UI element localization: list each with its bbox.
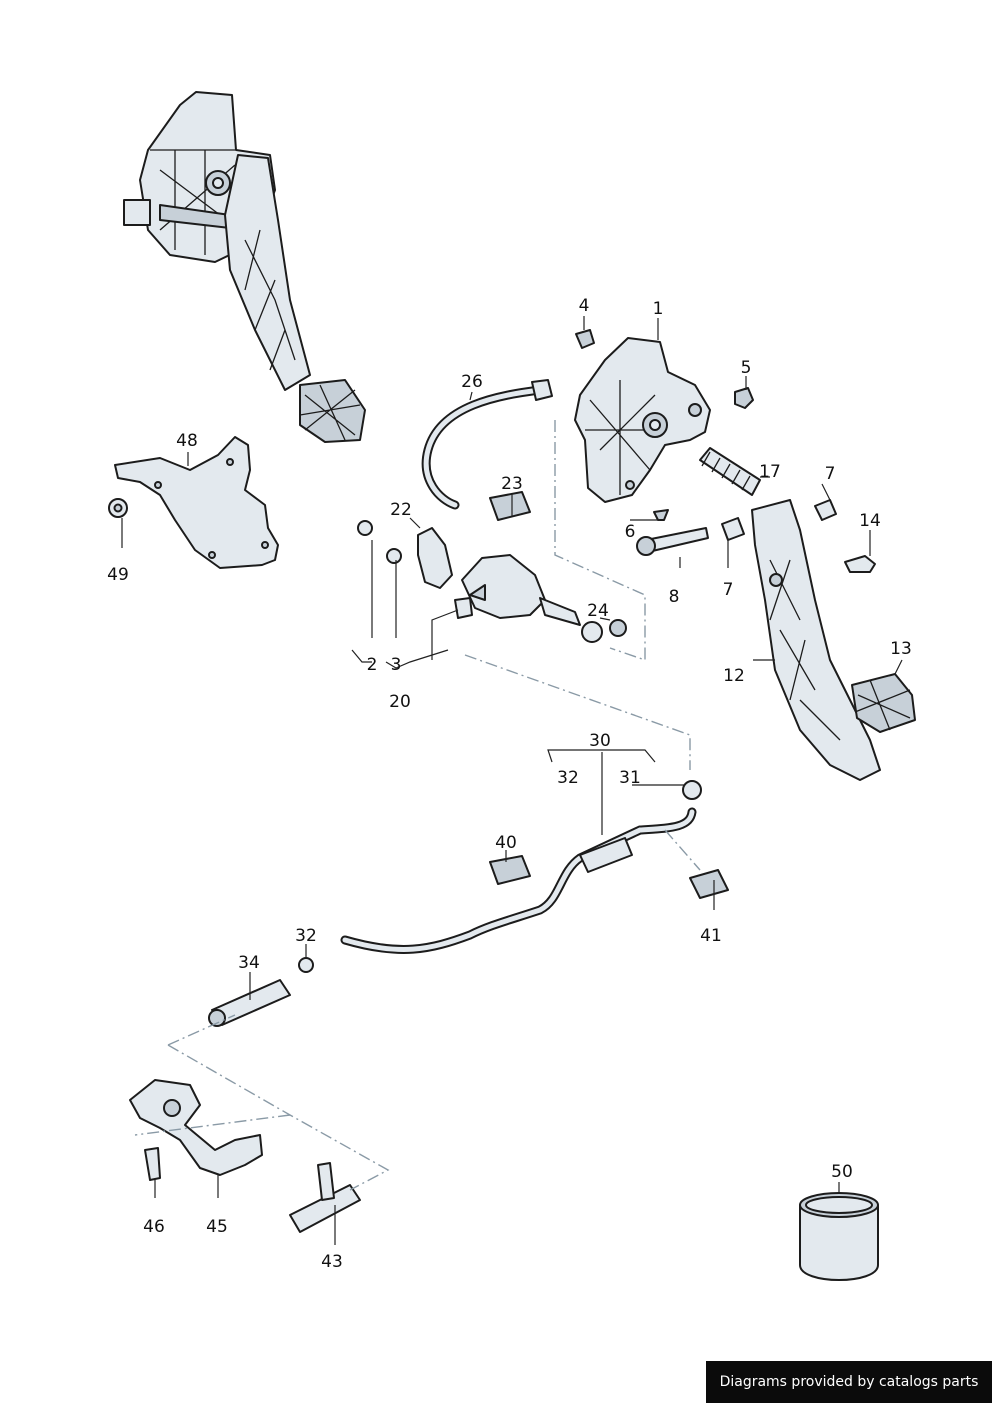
callout-label: 4 <box>579 296 590 316</box>
callout-label: 6 <box>625 522 636 542</box>
bushing <box>575 329 595 349</box>
slave-cylinder <box>129 1079 263 1176</box>
callout-label: 46 <box>143 1217 165 1237</box>
bolt <box>144 1147 161 1181</box>
supply-hose <box>421 385 545 510</box>
callout-label: 32 <box>557 768 579 788</box>
callout-label: 22 <box>390 500 412 520</box>
screw <box>653 509 669 521</box>
callout-label: 30 <box>589 731 611 751</box>
callout-label: 5 <box>741 358 752 378</box>
clutch-pedal <box>751 499 881 781</box>
callout-label: 26 <box>461 372 483 392</box>
callout-label: 24 <box>587 601 609 621</box>
callout-label: 14 <box>859 511 881 531</box>
callout-label: 7 <box>723 580 734 600</box>
pedal-bracket <box>574 337 711 503</box>
callout-label: 49 <box>107 565 129 585</box>
sleeve <box>799 1192 879 1281</box>
bushing <box>721 517 745 541</box>
callout-label: 1 <box>653 299 664 319</box>
callout-label: 20 <box>389 692 411 712</box>
return-spring <box>699 447 761 496</box>
holder <box>689 869 729 899</box>
assembled-pedal-illustration <box>123 91 366 443</box>
damper <box>579 837 633 873</box>
callout-label: 45 <box>206 1217 228 1237</box>
o-ring <box>682 780 702 800</box>
footer-credit-badge: Diagrams provided by catalogs parts <box>706 1361 992 1403</box>
callout-label: 17 <box>759 462 781 482</box>
callout-label: 31 <box>619 768 641 788</box>
master-cylinder <box>454 554 627 643</box>
callout-label: 41 <box>700 926 722 946</box>
callout-label: 2 <box>367 655 378 675</box>
o-ring <box>298 957 314 973</box>
clip <box>489 491 531 521</box>
callout-label: 7 <box>825 464 836 484</box>
clip <box>489 855 531 885</box>
pedal-stop <box>844 555 876 573</box>
nut <box>734 387 754 409</box>
callout-label: 40 <box>495 833 517 853</box>
callout-label: 8 <box>669 587 680 607</box>
callout-label: 13 <box>890 639 912 659</box>
bushing <box>814 499 837 521</box>
callout-label: 34 <box>238 953 260 973</box>
mounting-bracket <box>114 436 279 569</box>
bushing <box>386 548 402 564</box>
callout-label: 3 <box>391 655 402 675</box>
seal-ring <box>417 527 453 589</box>
callout-label: 32 <box>295 926 317 946</box>
bushing <box>357 520 373 536</box>
callout-label: 50 <box>831 1162 853 1182</box>
callout-label: 48 <box>176 431 198 451</box>
callout-label: 43 <box>321 1252 343 1272</box>
callout-label: 12 <box>723 666 745 686</box>
callout-label: 23 <box>501 474 523 494</box>
